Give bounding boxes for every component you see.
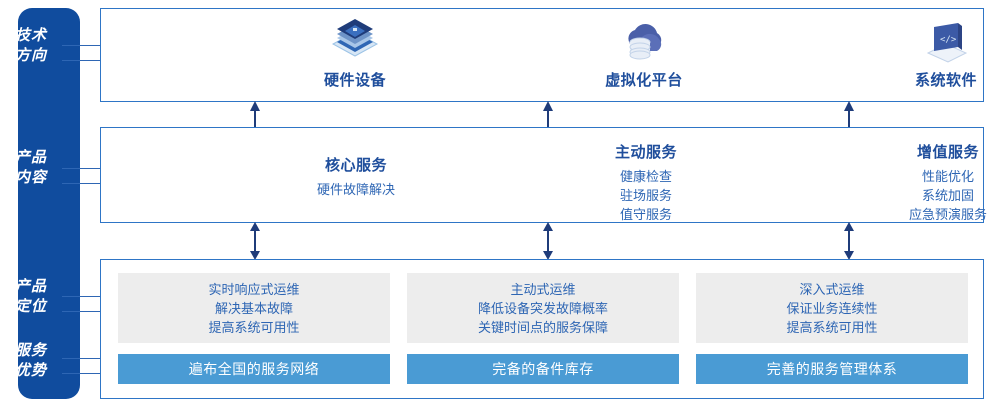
sidebar-label-line: 服务 (14, 342, 47, 359)
service-item: 值守服务 (619, 207, 672, 222)
connector-line (62, 168, 102, 169)
product-content-box: 核心服务 硬件故障解决 主动服务 健康检查 驻场服务 值守服务 增值服务 性能优… (100, 127, 987, 224)
svg-text:</>: </> (940, 35, 957, 45)
service-item: 应急预演服务 (908, 207, 987, 222)
position-item: 深入式运维 (799, 281, 865, 297)
sidebar-item-product-content: 产品 内容 (0, 148, 62, 188)
tech-title: 虚拟化平台 (605, 72, 683, 89)
tech-column-system-software: </> 系统软件 (826, 15, 1000, 90)
position-item: 解决基本故障 (214, 300, 293, 316)
sidebar-item-tech-direction: 技术 方向 (0, 26, 62, 66)
sidebar-label-line: 方向 (14, 47, 47, 64)
cloud-database-icon (524, 15, 764, 67)
position-item: 提高系统可用性 (786, 319, 878, 335)
position-item: 实时响应式运维 (208, 281, 300, 297)
sidebar-label-line: 优势 (14, 362, 47, 379)
connector-line (62, 60, 102, 61)
advantage-bar: 完善的服务管理体系 (696, 354, 968, 384)
arrow-up-down-icon (247, 222, 263, 260)
connector-line (62, 358, 102, 359)
advantage-bar: 完备的备件库存 (407, 354, 679, 384)
service-title: 增值服务 (916, 144, 979, 161)
service-column-proactive: 主动服务 健康检查 驻场服务 值守服务 (521, 141, 771, 224)
arrow-up-down-icon (540, 222, 556, 260)
position-card: 主动式运维 降低设备突发故障概率 关键时间点的服务保障 (407, 273, 679, 343)
service-title: 核心服务 (324, 157, 387, 174)
service-title: 主动服务 (614, 144, 677, 161)
tech-direction-box: 硬件设备 虚拟化平台 (100, 8, 984, 102)
sidebar-panel (18, 8, 80, 399)
laptop-code-icon: </> (826, 15, 1000, 67)
server-stack-icon (235, 15, 475, 67)
arrow-up-icon (841, 101, 857, 128)
arrow-up-icon (540, 101, 556, 128)
advantage-bar: 遍布全国的服务网络 (118, 354, 390, 384)
position-item: 保证业务连续性 (786, 300, 878, 316)
service-column-value-added: 增值服务 性能优化 系统加固 应急预演服务 (823, 141, 1000, 224)
service-item: 驻场服务 (619, 188, 672, 203)
sidebar-item-service-advantage: 服务 优势 (0, 341, 62, 381)
tech-title: 硬件设备 (323, 72, 386, 89)
service-item: 性能优化 (921, 169, 974, 184)
position-card: 实时响应式运维 解决基本故障 提高系统可用性 (118, 273, 390, 343)
tech-title: 系统软件 (914, 72, 977, 89)
position-item: 关键时间点的服务保障 (477, 319, 608, 335)
position-card: 深入式运维 保证业务连续性 提高系统可用性 (696, 273, 968, 343)
service-item: 系统加固 (921, 188, 974, 203)
service-column-core: 核心服务 硬件故障解决 (231, 154, 481, 199)
arrow-up-icon (247, 101, 263, 128)
sidebar-label-line: 内容 (14, 169, 47, 186)
connector-line (62, 296, 102, 297)
arrow-up-down-icon (841, 222, 857, 260)
sidebar-item-product-position: 产品 定位 (0, 277, 62, 317)
connector-line (62, 45, 102, 46)
tech-column-virtualization: 虚拟化平台 (524, 15, 764, 90)
connector-line (62, 373, 102, 374)
sidebar-label-line: 技术 (14, 27, 47, 44)
sidebar-label-line: 产品 (14, 278, 47, 295)
tech-column-hardware: 硬件设备 (235, 15, 475, 90)
position-item: 提高系统可用性 (208, 319, 300, 335)
service-item: 健康检查 (619, 169, 672, 184)
connector-line (62, 183, 102, 184)
position-advantage-box: 实时响应式运维 解决基本故障 提高系统可用性 主动式运维 降低设备突发故障概率 … (100, 259, 984, 399)
position-item: 降低设备突发故障概率 (477, 300, 608, 316)
service-item: 硬件故障解决 (316, 182, 395, 197)
sidebar-label-line: 产品 (14, 149, 47, 166)
sidebar-label-line: 定位 (14, 298, 47, 315)
position-item: 主动式运维 (510, 281, 576, 297)
connector-line (62, 311, 102, 312)
